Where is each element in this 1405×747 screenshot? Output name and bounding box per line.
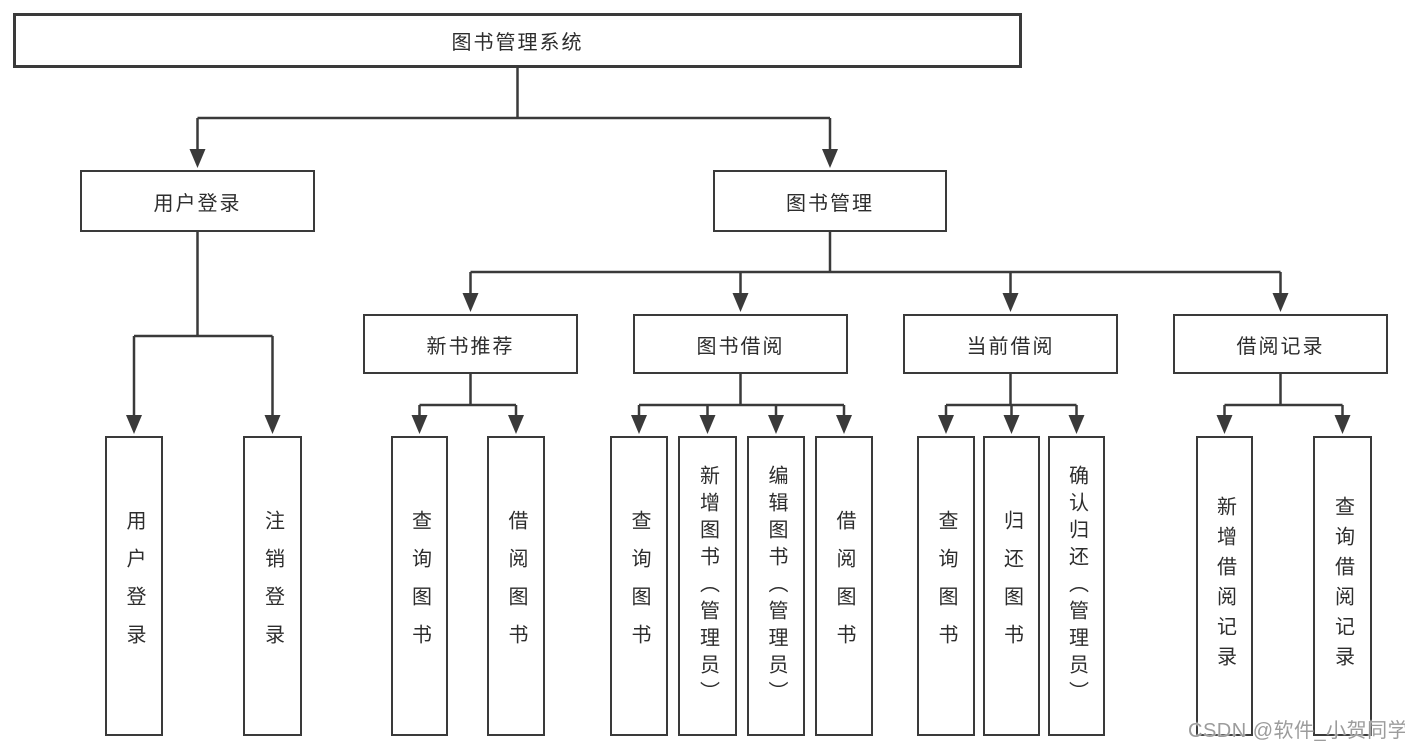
leaf-records-add: 新增借阅记录 xyxy=(1196,436,1253,736)
leaf-borrow-edit: 编辑图书（管理员） xyxy=(747,436,805,736)
leaf-logout: 注销登录 xyxy=(243,436,302,736)
leaf-borrow-borrow-label: 借阅图书 xyxy=(833,510,855,662)
leaf-newbooks-query: 查询图书 xyxy=(391,436,448,736)
node-book-mgmt: 图书管理 xyxy=(713,170,947,232)
node-current-borrow-label: 当前借阅 xyxy=(966,335,1055,358)
leaf-borrow-add: 新增图书（管理员） xyxy=(678,436,737,736)
leaf-current-return-label: 归还图书 xyxy=(1000,510,1023,662)
node-borrow-records: 借阅记录 xyxy=(1173,314,1388,374)
node-book-borrow-label: 图书借阅 xyxy=(696,335,785,358)
leaf-current-confirm-label: 确认归还（管理员） xyxy=(1065,464,1088,708)
leaf-current-return: 归还图书 xyxy=(983,436,1040,736)
leaf-borrow-query: 查询图书 xyxy=(610,436,668,736)
leaf-records-add-label: 新增借阅记录 xyxy=(1213,496,1236,676)
leaf-newbooks-borrow-label: 借阅图书 xyxy=(505,510,527,662)
node-current-borrow: 当前借阅 xyxy=(903,314,1118,374)
leaf-logout-label: 注销登录 xyxy=(261,510,284,662)
leaf-user-login-label: 用户登录 xyxy=(123,510,145,662)
leaf-borrow-query-label: 查询图书 xyxy=(628,510,650,662)
node-user-login: 用户登录 xyxy=(80,170,315,232)
node-book-borrow: 图书借阅 xyxy=(633,314,848,374)
node-user-login-label: 用户登录 xyxy=(153,192,242,215)
node-new-books-label: 新书推荐 xyxy=(426,335,515,358)
leaf-newbooks-borrow: 借阅图书 xyxy=(487,436,545,736)
leaf-current-confirm: 确认归还（管理员） xyxy=(1048,436,1105,736)
leaf-user-login: 用户登录 xyxy=(105,436,163,736)
node-new-books: 新书推荐 xyxy=(363,314,578,374)
leaf-newbooks-query-label: 查询图书 xyxy=(408,510,431,662)
leaf-records-query-label: 查询借阅记录 xyxy=(1331,496,1354,676)
leaf-records-query: 查询借阅记录 xyxy=(1313,436,1372,736)
node-root: 图书管理系统 xyxy=(13,13,1022,68)
leaf-borrow-edit-label: 编辑图书（管理员） xyxy=(765,464,787,708)
leaf-current-query: 查询图书 xyxy=(917,436,975,736)
node-root-label: 图书管理系统 xyxy=(451,32,584,54)
arrowheads xyxy=(126,149,1351,434)
leaf-borrow-add-label: 新增图书（管理员） xyxy=(696,464,719,708)
node-borrow-records-label: 借阅记录 xyxy=(1236,335,1325,358)
leaf-current-query-label: 查询图书 xyxy=(935,510,957,662)
node-book-mgmt-label: 图书管理 xyxy=(786,192,874,215)
csdn-watermark: CSDN @软件_小贺同学 xyxy=(1188,720,1405,742)
leaf-borrow-borrow: 借阅图书 xyxy=(815,436,873,736)
